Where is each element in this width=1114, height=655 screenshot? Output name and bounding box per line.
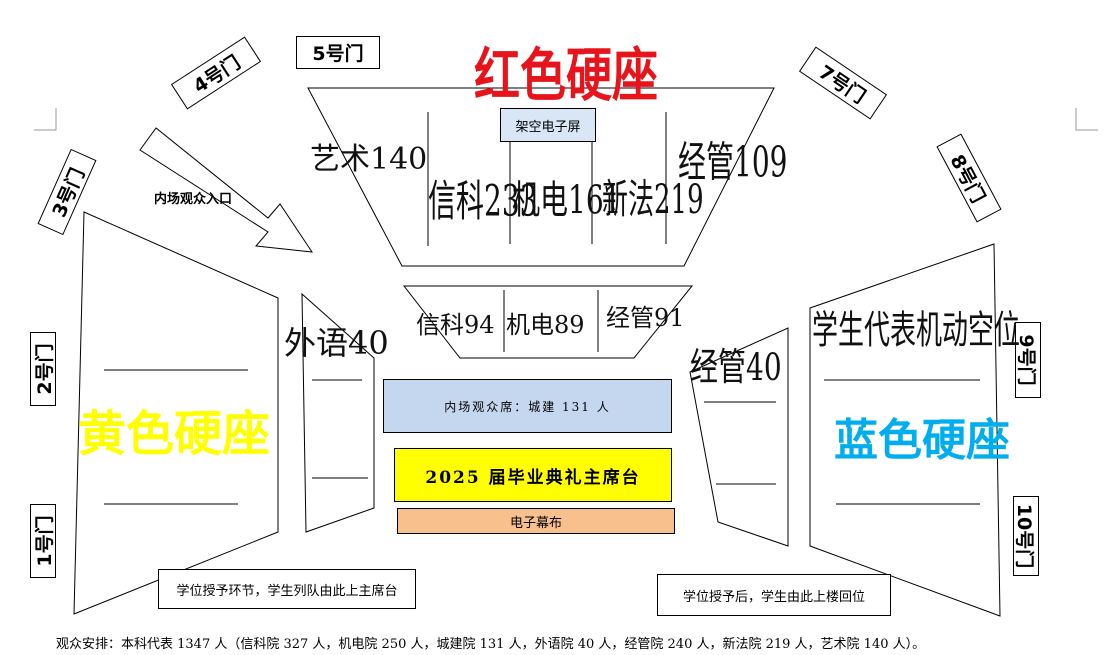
middle-tier-dividers <box>503 290 599 352</box>
middle-section-info: 信科94 <box>416 311 495 339</box>
door-5-label: 5号门 <box>296 36 380 69</box>
upper-tier-outline <box>307 87 775 267</box>
upper-section-mech: 机电161 <box>512 177 622 224</box>
foreign-section-outline <box>301 292 375 533</box>
yellow-section-outline <box>73 211 279 615</box>
inner-audience-box: 内场观众席：城建 131 人 <box>383 379 672 433</box>
middle-section-mech: 机电89 <box>506 311 585 339</box>
blue-seats-title: 蓝色硬座 <box>834 415 1010 466</box>
door-1-label: 1号门 <box>30 504 56 578</box>
page-corner-marks <box>34 108 1098 131</box>
upper-section-info: 信科233 <box>428 175 538 227</box>
upper-section-art: 艺术140 <box>310 142 428 177</box>
note-right-box: 学位授予后，学生由此上楼回位 <box>657 574 891 616</box>
econ-right-section-label: 经管40 <box>690 344 782 390</box>
upper-section-econ: 经管109 <box>678 137 788 188</box>
entrance-arrow <box>139 127 314 253</box>
door-10-label: 10号门 <box>1013 496 1039 576</box>
econ-right-section-outline <box>689 327 789 547</box>
main-stage-box: 2025 届毕业典礼主席台 <box>394 448 672 502</box>
door-2-label: 2号门 <box>30 332 56 406</box>
middle-tier-outline <box>402 285 694 359</box>
yellow-seats-title: 黄色硬座 <box>78 406 271 462</box>
blue-section-outline <box>809 243 1001 617</box>
suspended-screen-box: 架空电子屏 <box>500 108 596 142</box>
audience-footer-note: 观众安排：本科代表 1347 人（信科院 327 人，机电院 250 人，城建院… <box>56 637 926 652</box>
upper-section-law: 新法219 <box>602 177 704 224</box>
note-left-box: 学位授予环节，学生列队由此上主席台 <box>158 569 416 609</box>
middle-section-econ: 经管91 <box>606 304 685 332</box>
entrance-label: 内场观众入口 <box>154 192 233 207</box>
foreign-section-label: 外语40 <box>284 324 389 362</box>
red-seats-title: 红色硬座 <box>474 41 658 109</box>
student-rep-area-label: 学生代表机动空位 <box>812 309 1021 354</box>
electronic-curtain-box: 电子幕布 <box>397 508 675 534</box>
